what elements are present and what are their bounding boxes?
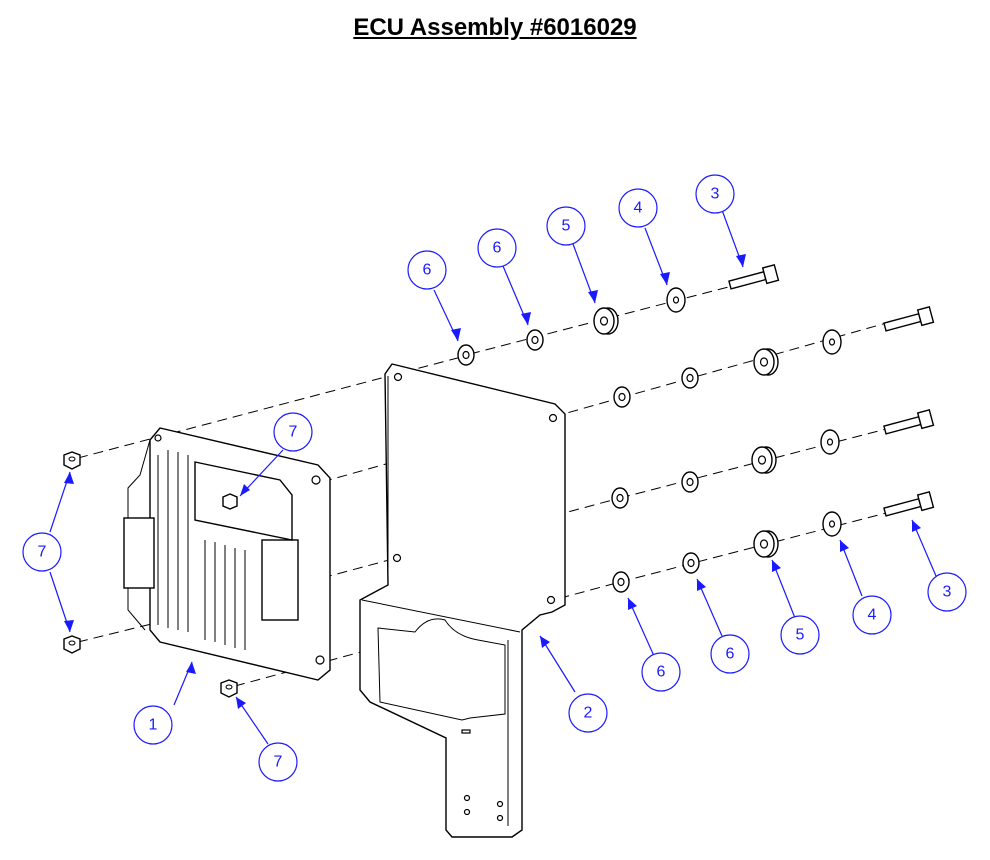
svg-text:7: 7 <box>289 424 298 441</box>
svg-text:4: 4 <box>634 200 643 217</box>
callout-5-top: 5 <box>546 206 586 246</box>
svg-text:6: 6 <box>423 262 432 279</box>
svg-text:6: 6 <box>493 240 502 257</box>
svg-text:5: 5 <box>562 218 571 235</box>
svg-text:7: 7 <box>274 754 283 771</box>
ecu-module <box>123 427 331 681</box>
callout-7-left: 7 <box>22 532 62 572</box>
svg-text:1: 1 <box>149 717 158 734</box>
svg-text:3: 3 <box>943 584 952 601</box>
svg-text:7: 7 <box>38 544 47 561</box>
callout-7-bottom: 7 <box>258 742 298 782</box>
callout-6-bottom-left: 6 <box>641 652 681 692</box>
svg-text:3: 3 <box>711 186 720 203</box>
svg-text:6: 6 <box>726 646 735 663</box>
callout-4-top: 4 <box>618 188 658 228</box>
callout-7-center: 7 <box>273 412 313 452</box>
bolts <box>728 263 935 517</box>
callout-3-top: 3 <box>695 174 735 214</box>
callout-5-bottom: 5 <box>780 615 820 655</box>
callout-balloons: 1 2 3 3 4 4 5 5 6 6 6 6 7 7 7 <box>22 174 967 782</box>
diagram-title: ECU Assembly #6016029 <box>353 14 637 41</box>
small-washers <box>457 329 700 593</box>
mounting-bracket <box>359 363 566 838</box>
svg-text:2: 2 <box>584 705 593 722</box>
rubber-grommets <box>593 307 779 558</box>
callout-leaders <box>49 209 937 745</box>
callout-4-bottom: 4 <box>852 595 892 635</box>
callout-2: 2 <box>568 693 608 733</box>
callout-3-bottom: 3 <box>927 572 967 612</box>
callout-6-bottom-right: 6 <box>710 634 750 674</box>
callout-1: 1 <box>133 705 173 745</box>
svg-text:5: 5 <box>796 627 805 644</box>
callout-6-top-right: 6 <box>477 228 517 268</box>
nut-parts <box>63 451 238 698</box>
svg-text:4: 4 <box>868 607 877 624</box>
flat-washers <box>666 287 842 537</box>
callout-6-top-left: 6 <box>407 250 447 290</box>
svg-text:6: 6 <box>657 664 666 681</box>
assembly-axis-lines <box>77 283 891 687</box>
